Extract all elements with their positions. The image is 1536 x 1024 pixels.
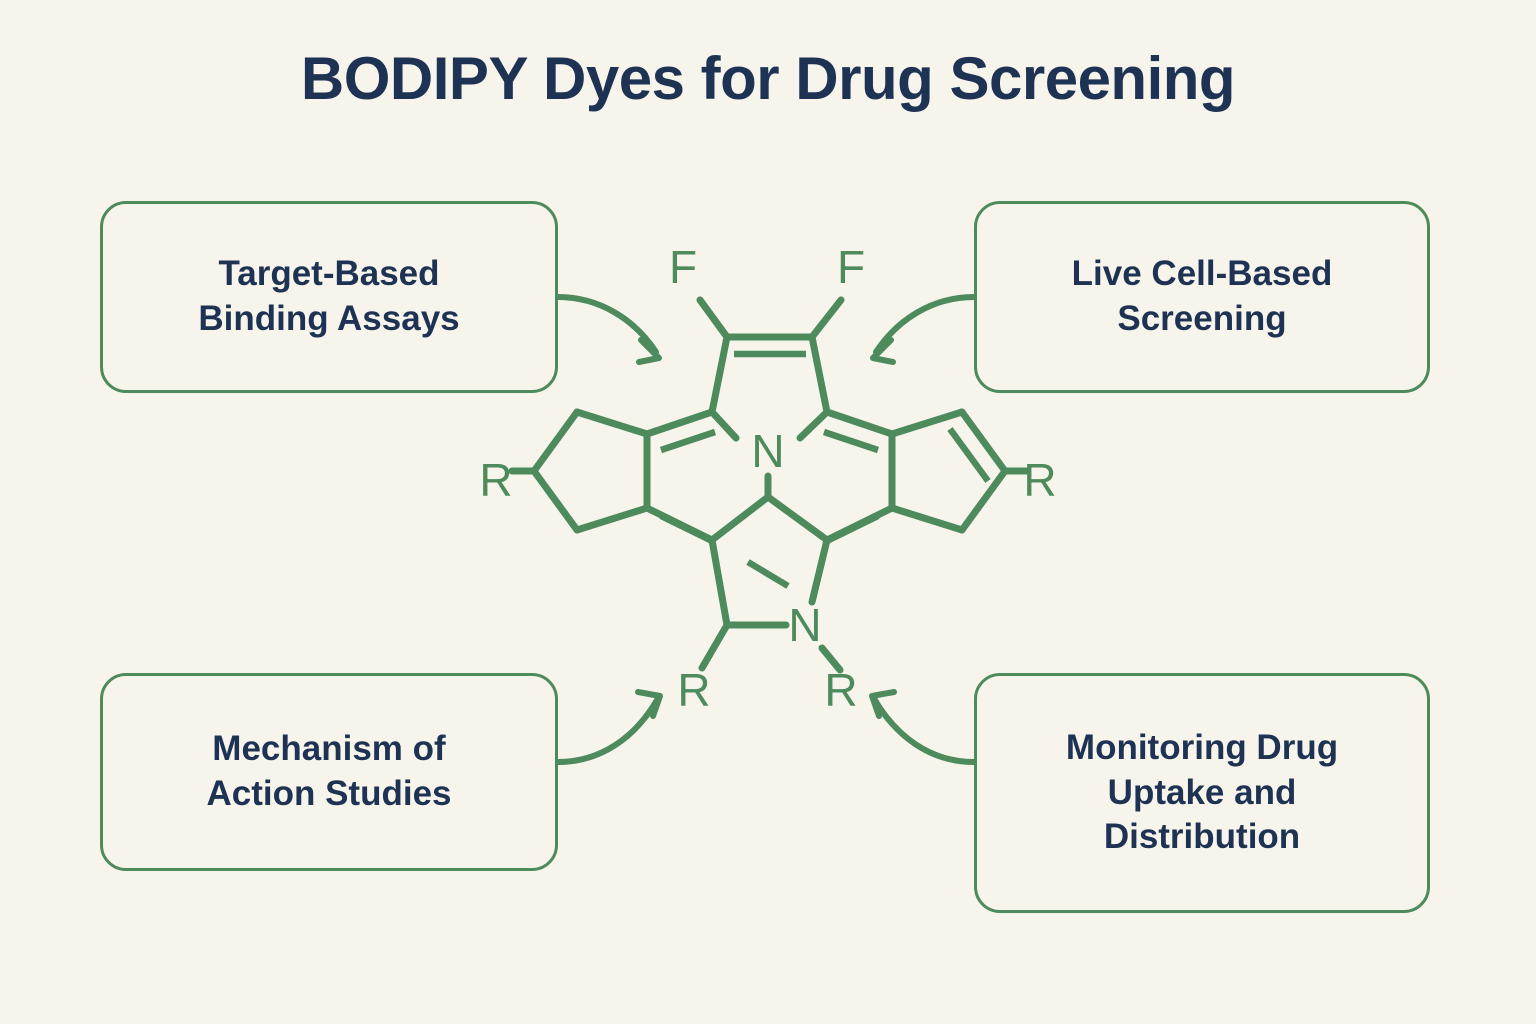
card-tr-line1: Live Cell-Based (1071, 254, 1333, 294)
atom-label-r-bottom-left: R (677, 664, 710, 716)
bond-f-g-double (825, 513, 880, 544)
atom-label-n-bottom: N (788, 599, 821, 651)
bond-cr-e-double (822, 428, 880, 454)
bond-b-c (643, 504, 716, 544)
bond-a-j (573, 408, 651, 438)
bond-i-h (530, 467, 581, 534)
arrow-top-right-head (870, 337, 896, 365)
bond-l-k (958, 467, 1009, 534)
card-monitoring-drug-uptake-and-distribution[interactable]: Monitoring Drug Uptake and Distribution (974, 673, 1430, 913)
bond-c-p (708, 536, 731, 629)
card-bl-text: Mechanism of Action Studies (206, 727, 451, 817)
atom-label-f-right: F (837, 241, 865, 293)
bond-b-c-double (659, 513, 714, 544)
bond-ctl-f-left (696, 296, 731, 341)
atom-label-n-center: N (751, 425, 784, 477)
card-br-line3: Distribution (1103, 817, 1301, 857)
bond-k-f (888, 504, 966, 534)
bond-n-to-cl (708, 408, 740, 442)
bond-ctr-cr (808, 333, 831, 416)
bond-m-l (958, 408, 1009, 475)
page-title: BODIPY Dyes for Drug Screening (300, 45, 1236, 112)
bond-p-rbl (698, 621, 731, 672)
arrow-top-right (873, 294, 977, 355)
card-tl-line2: Binding Assays (198, 299, 460, 338)
card-br-line1: Monitoring Drug (1065, 727, 1339, 767)
card-target-based-binding-assays[interactable]: Target-Based Binding Assays (100, 201, 558, 393)
bond-h-b (573, 504, 651, 534)
bond-cl-ctl (708, 333, 731, 416)
arrow-top-left-head (636, 337, 662, 365)
card-bl-line1: Mechanism of (212, 729, 446, 769)
arrow-bottom-left-head (635, 689, 663, 719)
card-br-text: Monitoring Drug Uptake and Distribution (1066, 726, 1338, 860)
bond-cl-a-double (659, 428, 717, 454)
card-mechanism-of-action-studies[interactable]: Mechanism of Action Studies (100, 673, 558, 871)
card-tl-text: Target-Based Binding Assays (198, 252, 459, 342)
bond-d-g-inner-double (746, 559, 790, 589)
bond-cl-a (643, 408, 716, 438)
atom-label-r-bottom-right: R (824, 664, 857, 716)
bond-cr-e (823, 408, 896, 438)
arrow-bottom-right-head (869, 689, 897, 719)
card-tl-line1: Target-Based (218, 254, 440, 294)
bond-f-g (823, 504, 896, 544)
atom-label-r-right: R (1023, 454, 1056, 506)
bond-cr-to-n (796, 408, 831, 442)
bond-j-i (530, 408, 581, 475)
bond-nbottom-rbr (818, 644, 844, 674)
atom-label-f-left: F (669, 241, 697, 293)
bond-g-d (764, 493, 831, 544)
card-live-cell-based-screening[interactable]: Live Cell-Based Screening (974, 201, 1430, 393)
bond-e-m (888, 408, 966, 438)
card-tr-line2: Screening (1117, 299, 1287, 338)
card-br-line2: Uptake and (1107, 772, 1297, 812)
card-tr-text: Live Cell-Based Screening (1072, 252, 1333, 342)
bond-g-nbottom (808, 536, 831, 606)
arrow-bottom-right (872, 697, 977, 765)
atom-label-r-left: R (479, 454, 512, 506)
arrow-top-left (555, 294, 659, 355)
bond-ctr-f-right (808, 296, 845, 341)
bond-m-l-double (947, 427, 991, 483)
arrow-bottom-left (555, 697, 660, 765)
card-bl-line2: Action Studies (206, 774, 452, 813)
bond-c-d (708, 493, 772, 544)
